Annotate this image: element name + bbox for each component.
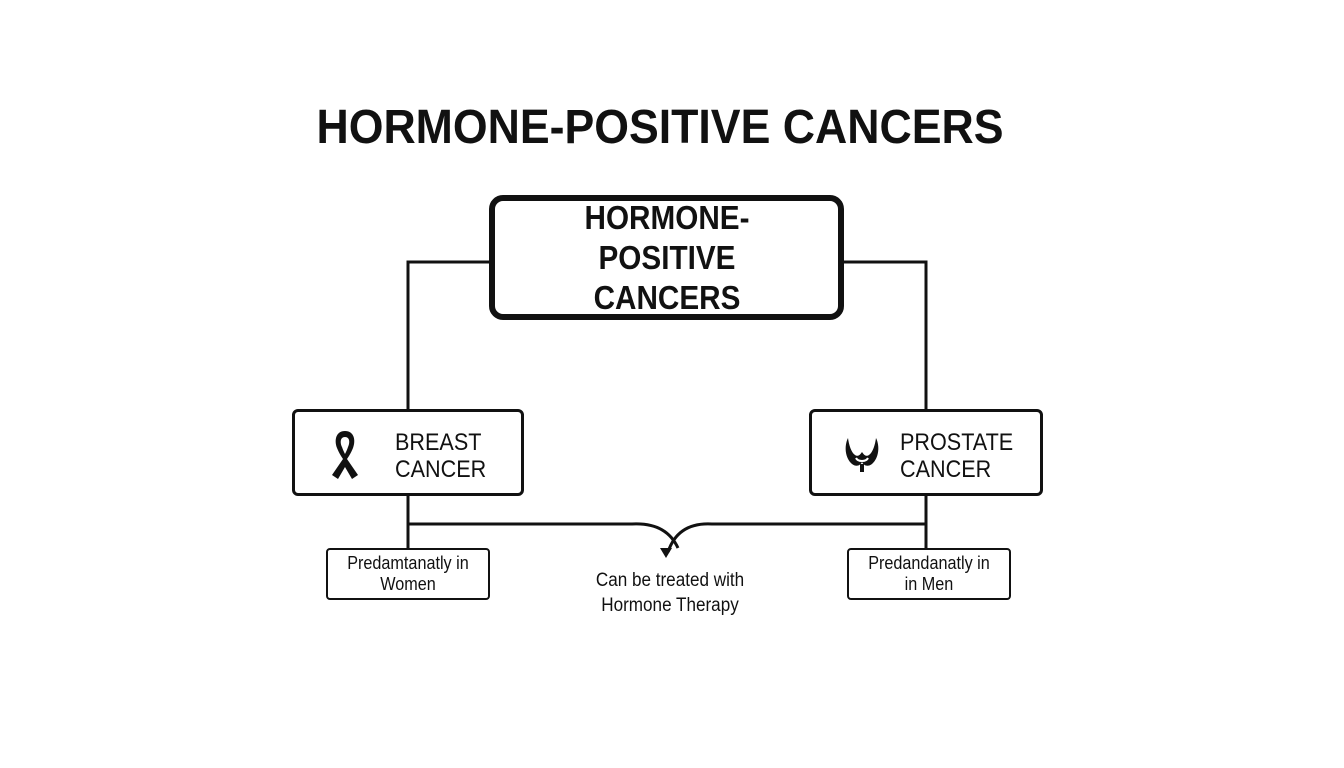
breast-cancer-label: BREAST CANCER (395, 429, 512, 483)
root-node-label: HORMONE-POSITIVE CANCERS (523, 198, 811, 318)
women-note-label: Predamtanatly in Women (336, 553, 480, 595)
hormone-therapy-note: Can be treated with Hormone Therapy (580, 568, 760, 618)
connector-shared-left (408, 522, 680, 549)
breast-label-line2: CANCER (395, 456, 487, 483)
men-note-line2: in Men (904, 574, 954, 594)
therapy-note-line1: Can be treated with (595, 570, 745, 591)
men-note-line1: Predandanatly in (868, 553, 990, 573)
connector-root-to-breast (406, 260, 489, 409)
men-note-box: Predandanatly in in Men (847, 548, 1011, 600)
breast-cancer-node: BREAST CANCER (292, 409, 524, 496)
therapy-note-line2: Hormone Therapy (601, 595, 739, 616)
prostate-label-line2: CANCER (900, 456, 992, 483)
diagram-title: HORMONE-POSITIVE CANCERS (316, 101, 1004, 154)
awareness-ribbon-icon (332, 431, 358, 479)
men-note-label: Predandanatly in in Men (857, 553, 1001, 595)
prostate-cancer-node: PROSTATE CANCER (809, 409, 1043, 496)
prostate-label-line1: PROSTATE (900, 429, 1014, 456)
root-node: HORMONE-POSITIVE CANCERS (489, 195, 844, 320)
root-label-line2: CANCERS (593, 278, 740, 316)
women-note-line1: Predamtanatly in (347, 553, 469, 573)
breast-label-line1: BREAST (395, 429, 482, 456)
root-label-line1: HORMONE-POSITIVE (583, 198, 749, 276)
women-note-box: Predamtanatly in Women (326, 548, 490, 600)
prostate-cancer-label: PROSTATE CANCER (900, 429, 1017, 483)
prostate-organ-icon (845, 438, 879, 472)
women-note-line2: Women (380, 574, 436, 594)
connector-root-to-prostate (844, 260, 928, 409)
connector-shared-right (666, 522, 926, 553)
arrowhead-icon (660, 548, 672, 558)
